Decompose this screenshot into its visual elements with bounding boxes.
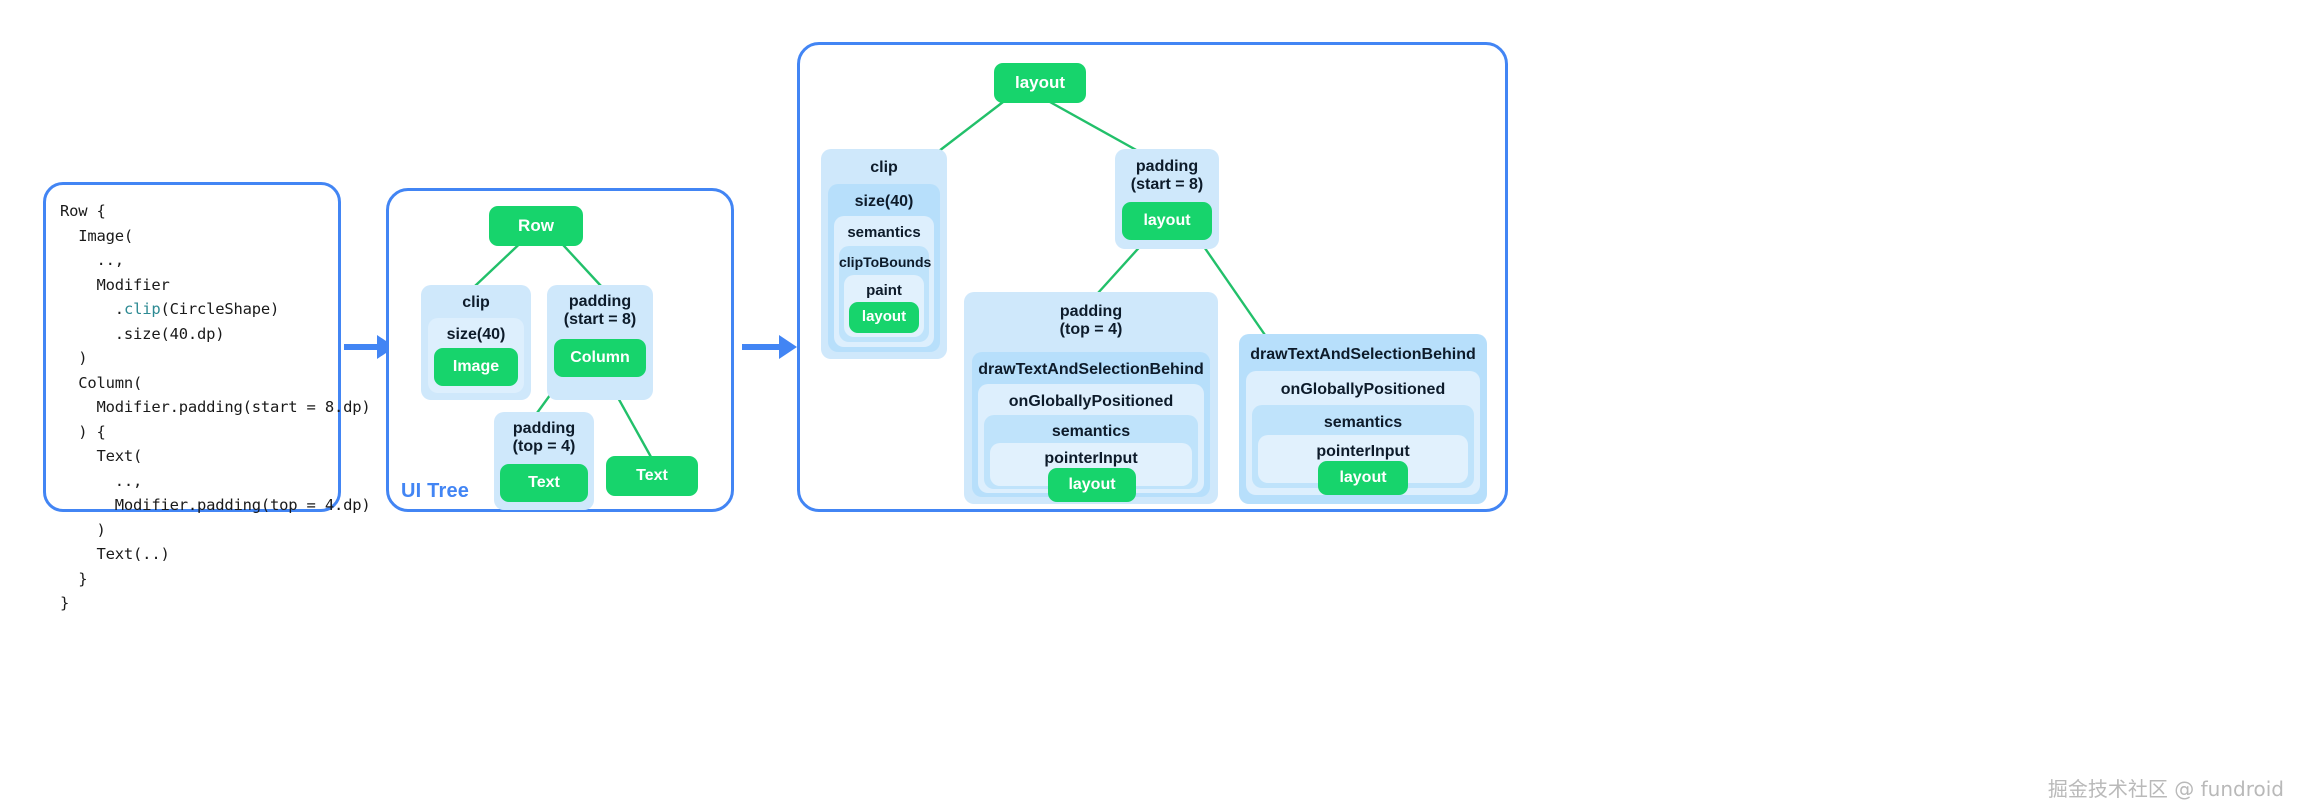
code-line: Row { <box>60 202 106 220</box>
modifier-tree-panel: layout clip size(40) semantics clipToBou… <box>797 42 1508 512</box>
code-line: .clip(CircleShape) <box>60 300 280 318</box>
ui-node-text-2[interactable]: Text <box>606 456 698 496</box>
ui-node-text-1[interactable]: Text <box>500 464 588 502</box>
mod-node-drawtext2-label: drawTextAndSelectionBehind <box>1250 346 1476 363</box>
mod-node-padding-top-label-2: (top = 4) <box>1059 320 1123 338</box>
mod-node-leaf-layout-2[interactable]: layout <box>1318 461 1408 495</box>
code-line: } <box>60 594 70 612</box>
code-line: Image( <box>60 226 134 245</box>
code-line: Column( <box>60 373 143 392</box>
ui-node-clip-wrapper[interactable]: clip size(40) Image <box>421 285 531 400</box>
ui-node-row[interactable]: Row <box>489 206 583 246</box>
ui-node-padding-start-wrapper[interactable]: padding (start = 8) Column <box>547 285 653 400</box>
code-line: Text(..) <box>60 545 170 563</box>
code-line: .size(40.dp) <box>60 324 225 343</box>
mod-node-semantics-label: semantics <box>847 224 921 241</box>
ui-node-padding-top-wrapper[interactable]: padding (top = 4) Text <box>494 412 594 510</box>
mod-node-paint-wrapper[interactable]: paint layout <box>844 275 924 337</box>
mod-node-onglobally-label: onGloballyPositioned <box>1008 393 1174 410</box>
mod-node-padding-top-wrapper[interactable]: padding (top = 4) drawTextAndSelectionBe… <box>964 292 1218 504</box>
mod-node-clip-label: clip <box>870 159 898 176</box>
mod-node-semantics3-wrapper[interactable]: semantics pointerInput layout <box>1252 405 1474 495</box>
code-block: Row { Image( .., Modifier .clip(CircleSh… <box>60 199 371 616</box>
mod-node-onglobally-wrapper[interactable]: onGloballyPositioned semantics pointerIn… <box>978 384 1204 502</box>
mod-node-padding-start-label-1: padding <box>1135 158 1199 175</box>
arrow-ui-tree-to-modifier-tree <box>742 335 797 359</box>
ui-node-padding-top-label-2: (top = 4) <box>512 437 576 455</box>
mod-node-cliptobounds-wrapper[interactable]: clipToBounds paint layout <box>839 246 932 342</box>
mod-node-semantics2-wrapper[interactable]: semantics pointerInput layout <box>984 415 1198 502</box>
code-line: Text( <box>60 447 143 465</box>
code-line: ) <box>60 520 106 539</box>
mod-node-semantics3-label: semantics <box>1323 414 1403 431</box>
code-panel: Row { Image( .., Modifier .clip(CircleSh… <box>43 182 371 612</box>
code-line: Modifier.padding(top = 4.dp) <box>60 496 371 514</box>
mod-node-pointerinput-label: pointerInput <box>1044 450 1138 467</box>
ui-node-column[interactable]: Column <box>554 339 646 377</box>
ui-node-padding-top-label-1: padding <box>512 420 576 437</box>
code-line: ) <box>60 349 88 367</box>
mod-node-padding-start-layout[interactable]: layout <box>1122 202 1212 240</box>
mod-node-onglobally2-wrapper[interactable]: onGloballyPositioned semantics pointerIn… <box>1246 371 1480 495</box>
ui-node-size-wrapper[interactable]: size(40) Image <box>428 318 524 393</box>
ui-node-clip-label: clip <box>462 294 490 311</box>
mod-node-semantics2-label: semantics <box>1051 423 1131 440</box>
code-line: Modifier.padding(start = 8.dp) <box>60 398 371 416</box>
mod-node-onglobally2-label: onGloballyPositioned <box>1280 381 1446 398</box>
mod-node-clip-wrapper[interactable]: clip size(40) semantics clipToBounds pai… <box>821 149 947 359</box>
ui-node-padding-start-label-2: (start = 8) <box>563 310 637 328</box>
mod-node-padding-start-label-2: (start = 8) <box>1130 175 1204 193</box>
mod-node-pointerinput-wrapper[interactable]: pointerInput layout <box>990 443 1192 502</box>
ui-node-size-label: size(40) <box>446 326 506 343</box>
arrow-code-to-ui-tree <box>344 335 395 359</box>
ui-node-padding-start-label-1: padding <box>568 293 632 310</box>
code-line: .., <box>60 471 143 490</box>
mod-node-leaf-layout-1[interactable]: layout <box>1048 468 1136 502</box>
ui-tree-panel-label: UI Tree <box>401 480 470 502</box>
ui-tree-panel: Row clip size(40) Image padding (start =… <box>386 188 734 512</box>
mod-node-cliptobounds-label: clipToBounds <box>839 254 932 270</box>
code-line: Modifier <box>60 275 170 294</box>
mod-node-left-layout[interactable]: layout <box>849 302 919 333</box>
mod-node-padding-top-label-1: padding <box>1059 303 1123 320</box>
code-line: .., <box>60 251 125 269</box>
mod-node-semantics-wrapper[interactable]: semantics clipToBounds paint layout <box>834 216 934 347</box>
mod-node-pointerinput2-label: pointerInput <box>1316 443 1410 460</box>
mod-node-pointerinput2-wrapper[interactable]: pointerInput layout <box>1258 435 1468 495</box>
mod-node-drawtext2-wrapper[interactable]: drawTextAndSelectionBehind onGloballyPos… <box>1239 334 1487 504</box>
code-line: ) { <box>60 422 106 441</box>
ui-node-image[interactable]: Image <box>434 348 518 386</box>
mod-node-drawtext-wrapper[interactable]: drawTextAndSelectionBehind onGloballyPos… <box>972 352 1210 502</box>
code-token-clip: clip <box>123 300 161 318</box>
mod-node-size-label: size(40) <box>854 193 914 210</box>
mod-node-size-wrapper[interactable]: size(40) semantics clipToBounds paint la… <box>828 184 940 352</box>
mod-node-drawtext-label: drawTextAndSelectionBehind <box>978 361 1204 378</box>
code-line: } <box>60 569 88 588</box>
mod-node-root-layout[interactable]: layout <box>994 63 1086 103</box>
mod-node-paint-label: paint <box>866 282 902 299</box>
watermark: 掘金技术社区 @ fundroid <box>2047 777 2284 801</box>
mod-node-padding-start-wrapper[interactable]: padding (start = 8) layout <box>1115 149 1219 249</box>
